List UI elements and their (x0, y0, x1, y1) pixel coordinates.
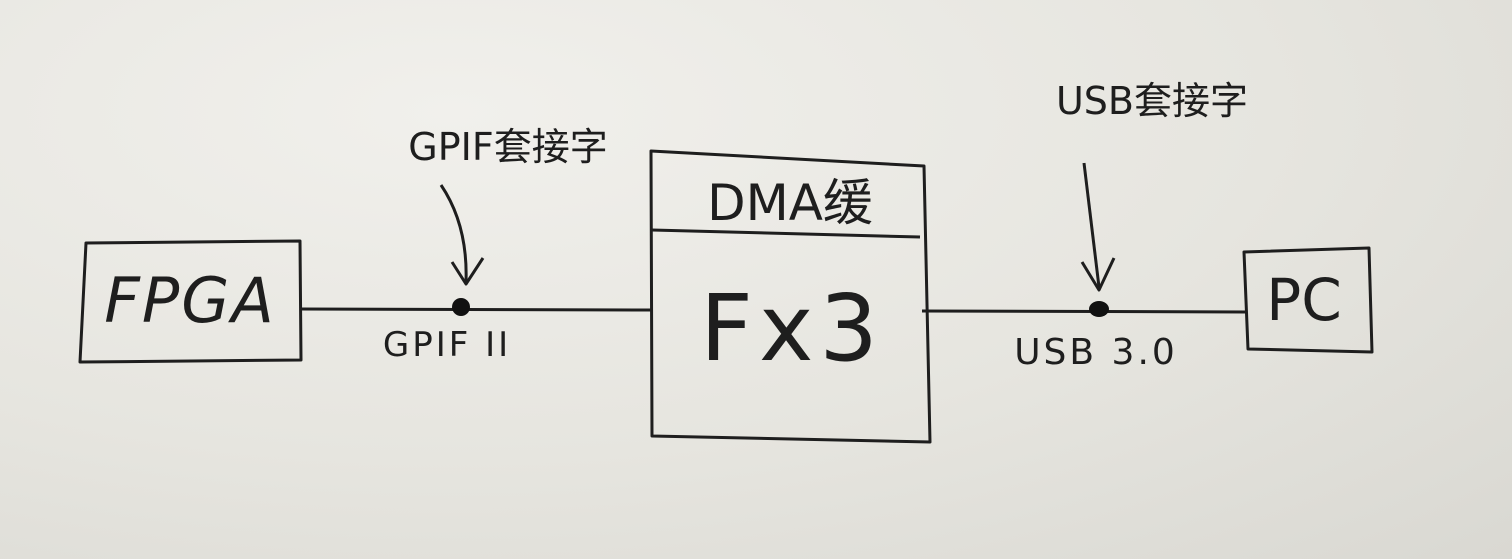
fx3-block: DMA缓 Fx3 (649, 149, 932, 444)
gpif-link-line (299, 307, 653, 312)
usb-socket-annotation: USB套接字 (1056, 79, 1248, 123)
fx3-label: Fx3 (700, 275, 884, 382)
pc-box (1242, 246, 1374, 354)
usb-link-line (921, 309, 1247, 314)
gpif-arrow-head (450, 257, 485, 286)
usb-arrow-head (1080, 257, 1116, 292)
usb-link-label: USB 3.0 (1014, 332, 1178, 373)
fx3-box (649, 149, 932, 444)
dma-buffer-label: DMA缓 (707, 174, 873, 232)
fx3-divider (651, 228, 921, 239)
pc-label: PC (1266, 266, 1341, 334)
gpif-socket-annotation: GPIF套接字 (408, 125, 607, 169)
fpga-block: FPGA (78, 239, 303, 364)
gpif-link-label: GPIF II (383, 325, 511, 365)
fpga-label: FPGA (104, 264, 276, 337)
fpga-box (78, 239, 303, 364)
gpif-socket-dot (452, 298, 470, 316)
usb-arrow-shaft (1082, 162, 1101, 288)
pc-block: PC (1242, 246, 1374, 354)
gpif-arrow-shaft (439, 184, 468, 283)
usb-socket-dot (1089, 301, 1109, 317)
